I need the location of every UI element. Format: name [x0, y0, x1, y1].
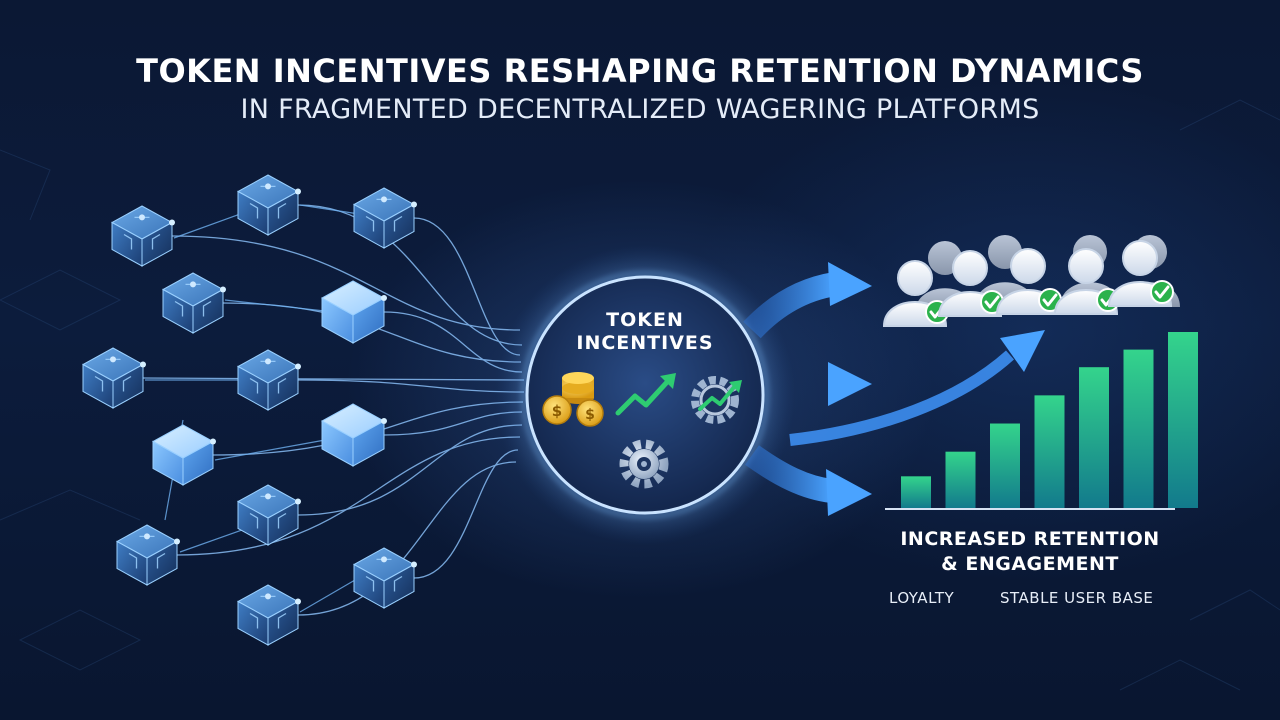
node-connections [142, 204, 525, 616]
connection-line [413, 449, 519, 579]
network-node-icon [115, 524, 180, 586]
growth-arrow [789, 330, 1045, 446]
user-icon [995, 248, 1062, 315]
network-node-icon [151, 424, 216, 486]
user-group [882, 235, 1180, 327]
user-icon [882, 260, 949, 327]
connection-line [212, 401, 524, 456]
svg-text:$: $ [585, 407, 595, 423]
growth-bar [1168, 332, 1198, 508]
coin-stack-icon: $ $ [542, 372, 604, 427]
network-node-icon [236, 349, 301, 411]
connection-line [297, 424, 523, 516]
growth-bar [901, 476, 931, 508]
check-icon [1150, 280, 1174, 304]
connection-line [142, 377, 525, 381]
network-node-icon [236, 174, 301, 236]
network-node-icon [236, 484, 301, 546]
network-node-icon [320, 280, 387, 344]
growth-bar [945, 451, 976, 508]
page-subtitle: IN FRAGMENTED DECENTRALIZED WAGERING PLA… [240, 94, 1040, 125]
result-label-line1: INCREASED RETENTION [900, 528, 1160, 550]
trend-up-icon [615, 373, 676, 416]
network-node-icon [320, 403, 387, 467]
network-nodes [81, 174, 417, 646]
network-node-icon [352, 547, 417, 609]
growth-bar [1079, 367, 1109, 508]
connection-line [176, 436, 521, 556]
page-title: TOKEN INCENTIVES RESHAPING RETENTION DYN… [136, 52, 1144, 90]
output-arrows [743, 262, 872, 516]
growth-bar [1123, 349, 1154, 508]
hub-label-line2: INCENTIVES [576, 332, 714, 354]
network-node-icon [81, 347, 146, 409]
connection-line [297, 461, 517, 616]
svg-text:$: $ [552, 402, 562, 420]
connection-line [297, 379, 525, 393]
user-icon [1107, 240, 1174, 307]
growth-bars [901, 332, 1198, 508]
network-node-icon [110, 205, 175, 267]
network-node-icon [236, 584, 301, 646]
token-incentives-hub [495, 245, 795, 545]
network-node-icon [352, 187, 417, 249]
network-node-icon [161, 272, 226, 334]
result-label-line2: & ENGAGEMENT [941, 553, 1119, 575]
user-icon [1053, 248, 1120, 315]
stable-user-base-label: STABLE USER BASE [1000, 589, 1154, 607]
gear-arrow-icon [691, 376, 742, 424]
growth-bar [990, 423, 1020, 508]
hub-label-line1: TOKEN [606, 309, 684, 331]
loyalty-label: LOYALTY [889, 589, 955, 607]
connection-line [413, 217, 521, 356]
growth-bar [1034, 395, 1065, 508]
background-network [0, 99, 1280, 691]
gear-icon [619, 439, 669, 489]
check-icon [1038, 288, 1062, 312]
